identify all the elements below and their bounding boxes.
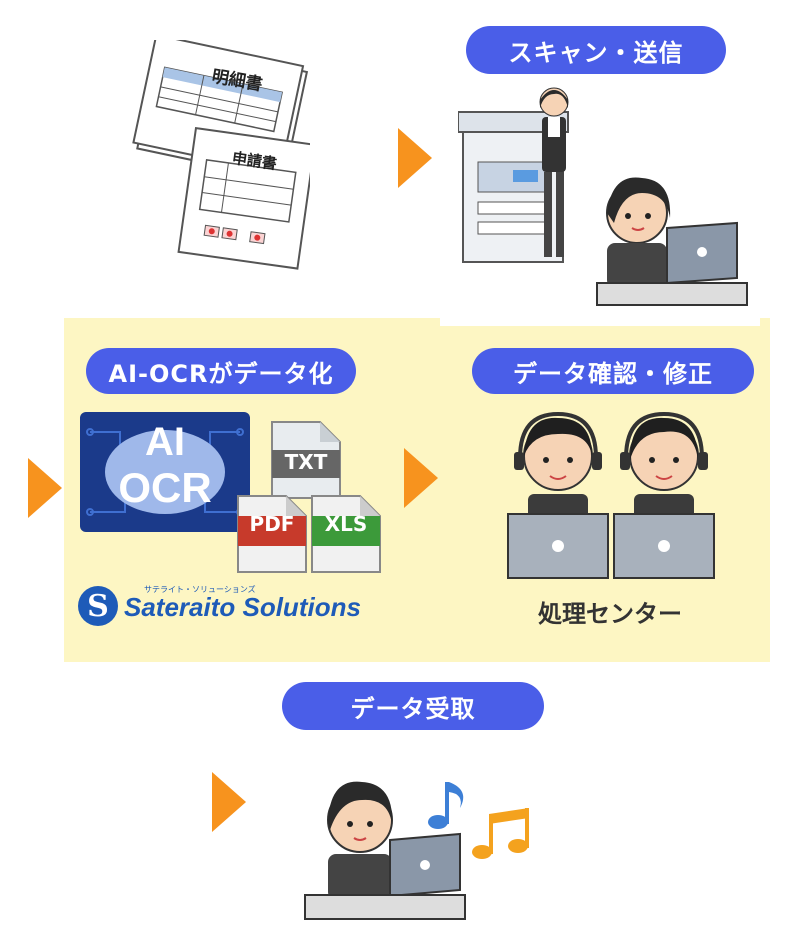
arrow-right-icon	[398, 128, 432, 188]
copier-operator-illustration	[458, 87, 569, 263]
receiver-laptop-illustration	[304, 781, 466, 920]
xls-badge-label: XLS	[324, 512, 368, 536]
ai-ocr-line2: OCR	[118, 464, 212, 511]
xls-file-icon	[311, 495, 381, 573]
txt-badge-label: TXT	[284, 450, 328, 474]
circuit-brain-icon	[86, 428, 244, 516]
arrow-right-icon	[28, 458, 62, 518]
user-laptop-illustration	[596, 177, 748, 306]
sateraito-logo-mark: S	[78, 586, 118, 626]
step-scan-pill: スキャン・送信	[466, 26, 726, 74]
processing-center-label: 処理センター	[538, 600, 682, 628]
music-notes-icon	[428, 782, 529, 859]
operators-illustration	[507, 411, 715, 579]
pdf-badge-label: PDF	[249, 512, 295, 536]
step-ocr-pill: AI-OCRがデータ化	[86, 348, 356, 394]
ai-ocr-graphic: AI OCR	[80, 412, 250, 532]
sateraito-logo-kana: サテライト・ソリューションズ	[144, 585, 256, 594]
txt-file-icon	[271, 421, 341, 499]
panel-notch	[440, 318, 760, 326]
arrow-right-icon	[404, 448, 438, 508]
documents-illustration	[132, 40, 310, 270]
sateraito-logo-text: Sateraito Solutions	[124, 592, 361, 622]
arrow-right-icon	[212, 772, 246, 832]
step-receive-pill: データ受取	[282, 682, 544, 730]
ai-ocr-line1: AI	[145, 420, 185, 464]
pdf-file-icon	[237, 495, 307, 573]
step-verify-pill: データ確認・修正	[472, 348, 754, 394]
